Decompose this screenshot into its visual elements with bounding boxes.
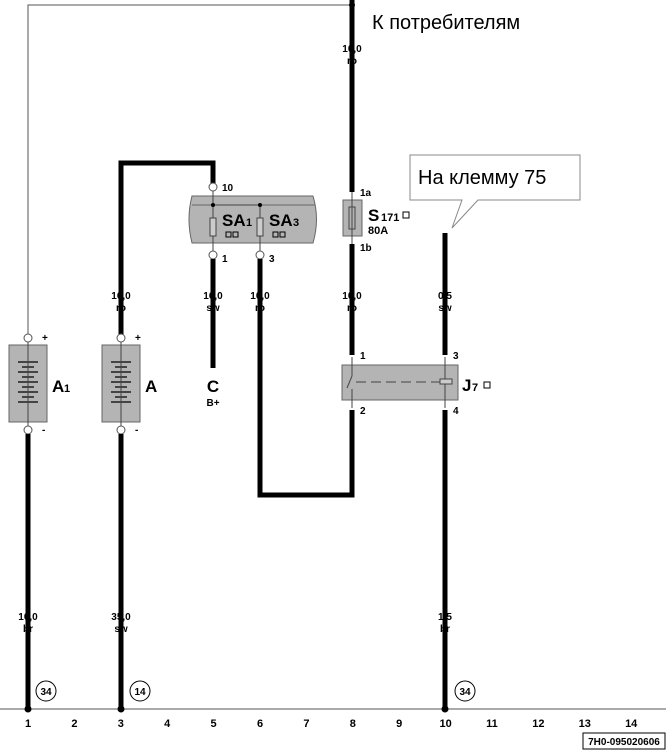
svg-text:SA: SA — [269, 211, 293, 230]
svg-text:80A: 80A — [368, 225, 388, 237]
wire-color: ro — [347, 303, 357, 314]
svg-text:4: 4 — [453, 406, 459, 417]
pin-label: 3 — [269, 254, 275, 265]
ground-point-marker: 34 — [454, 680, 476, 702]
svg-text:S: S — [368, 206, 379, 225]
svg-text:7: 7 — [472, 382, 478, 394]
wire-a-plus — [118, 160, 216, 338]
ground-point-marker: 34 — [35, 680, 57, 702]
wire-size: 1,5 — [438, 612, 452, 623]
column-number: 1 — [25, 718, 31, 730]
svg-text:На клемму 75: На клемму 75 — [418, 167, 546, 189]
wire-color: sw — [438, 303, 452, 314]
svg-text:+: + — [42, 333, 48, 344]
column-number: 9 — [396, 718, 402, 730]
svg-text:3: 3 — [453, 351, 459, 362]
svg-text:2: 2 — [360, 406, 366, 417]
consumers-label: К потребителям — [372, 12, 520, 34]
wire-color: ro — [347, 56, 357, 67]
column-number: 7 — [303, 718, 309, 730]
terminal-75-callout: На клемму 75 — [409, 154, 581, 229]
svg-text:1: 1 — [64, 383, 70, 395]
wire-size: 10,0 — [342, 44, 362, 55]
wire-color: br — [23, 624, 33, 635]
generator-label: C — [207, 377, 219, 396]
wire-size: 10,0 — [250, 291, 270, 302]
column-number: 4 — [164, 718, 171, 730]
relay-j7: 1 2 3 4 J 7 — [341, 351, 491, 417]
svg-text:1: 1 — [360, 351, 366, 362]
wire-color: ro — [255, 303, 265, 314]
wire-size: 10,0 — [342, 291, 362, 302]
diagram-code: 7H0-095020606 — [582, 732, 666, 750]
svg-text:+: + — [135, 333, 141, 344]
column-number: 2 — [71, 718, 77, 730]
svg-text:SA: SA — [222, 211, 246, 230]
battery-a1: + - A 1 — [8, 333, 70, 436]
column-number: 14 — [625, 718, 638, 730]
column-number: 12 — [532, 718, 544, 730]
wire-color: sw — [206, 303, 220, 314]
fuse-s171: 1a 1b S 171 80A — [342, 188, 410, 254]
svg-text:7H0-095020606: 7H0-095020606 — [588, 737, 660, 748]
wire-color: br — [440, 624, 450, 635]
svg-text:171: 171 — [381, 212, 399, 224]
svg-text:34: 34 — [40, 687, 52, 698]
fuse-block-sa: SA 1 SA 3 — [188, 191, 317, 251]
svg-text:J: J — [462, 376, 471, 395]
svg-text:A: A — [52, 377, 64, 396]
wire-color: sw — [114, 624, 128, 635]
pin-label: 1 — [222, 254, 228, 265]
svg-text:1a: 1a — [360, 188, 372, 199]
column-number: 5 — [211, 718, 217, 730]
wire-size: 35,0 — [111, 612, 131, 623]
svg-text:3: 3 — [293, 217, 299, 229]
pin-label: 10 — [222, 183, 234, 194]
battery-a: + - A — [101, 333, 157, 436]
column-number: 3 — [118, 718, 124, 730]
column-number: 8 — [350, 718, 356, 730]
wire-sa3-j7 — [257, 259, 355, 498]
svg-text:1b: 1b — [360, 243, 372, 254]
svg-text:14: 14 — [134, 687, 146, 698]
svg-text:1: 1 — [246, 217, 252, 229]
svg-text:A: A — [145, 377, 157, 396]
svg-text:-: - — [135, 425, 138, 436]
wire-size: 16,0 — [111, 291, 131, 302]
wire-size: 0,5 — [438, 291, 452, 302]
svg-text:-: - — [42, 425, 45, 436]
wire-color: ro — [116, 303, 126, 314]
thin-wire-a1 — [27, 4, 352, 338]
column-number: 6 — [257, 718, 263, 730]
svg-text:34: 34 — [459, 687, 471, 698]
wire-size: 16,0 — [203, 291, 223, 302]
column-number: 13 — [579, 718, 591, 730]
column-number: 11 — [486, 718, 498, 730]
generator-terminal: B+ — [206, 398, 219, 409]
column-number: 10 — [439, 718, 451, 730]
wire-size: 10,0 — [18, 612, 38, 623]
ground-point-marker: 14 — [129, 680, 151, 702]
